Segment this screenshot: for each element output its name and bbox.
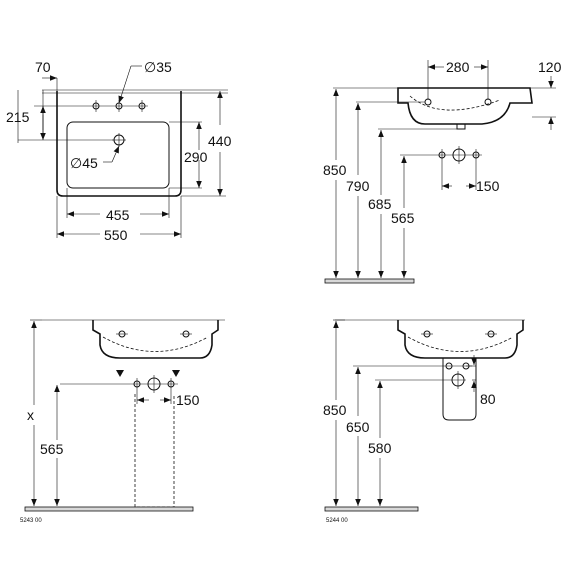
tap-holes	[90, 100, 148, 112]
basin-outline	[56, 91, 182, 197]
drain-outlet	[456, 123, 466, 130]
dim-120: 120	[538, 59, 562, 75]
floor-semi	[324, 506, 419, 512]
dim-280: 280	[446, 59, 470, 75]
dim-diameter-45: ∅45	[70, 155, 98, 171]
dim-685: 685	[368, 196, 392, 212]
front-view-semi-pedestal: 850 650 580 80 5244 00	[323, 319, 525, 524]
dim-290: 290	[184, 149, 208, 165]
basin-front-semi	[397, 320, 524, 359]
dim-790: 790	[346, 178, 370, 194]
dim-850-semi: 850	[323, 402, 347, 418]
basin-profile	[397, 87, 533, 125]
basin-front-inner-semi	[407, 336, 514, 352]
basin-bowl	[66, 121, 170, 189]
floor-side	[324, 278, 415, 284]
floor-front	[24, 506, 194, 512]
top-view: 70 ∅35 215 ∅45 290 440 455	[6, 59, 232, 243]
dim-550: 550	[104, 227, 128, 243]
dim-440: 440	[208, 133, 232, 149]
basin-inner-profile	[409, 95, 501, 111]
dim-diameter-35: ∅35	[144, 59, 172, 75]
dim-150-side: 150	[476, 178, 500, 194]
dim-80: 80	[480, 391, 496, 407]
arrow-down-left	[116, 370, 124, 377]
front-view-pedestal: x 565 150 5243 00	[20, 319, 225, 524]
arrow-down-right	[172, 370, 180, 377]
product-code-semi-pedestal: 5244 00	[326, 518, 348, 524]
dim-580: 580	[368, 440, 392, 456]
semi-pedestal-outline	[442, 358, 477, 421]
dim-455: 455	[106, 207, 130, 223]
basin-front	[92, 320, 219, 359]
dim-70: 70	[35, 59, 51, 75]
dim-150-front: 150	[176, 392, 200, 408]
dim-565-front: 565	[40, 441, 64, 457]
dim-850-side: 850	[323, 162, 347, 178]
pedestal-outline	[134, 394, 175, 508]
product-code-pedestal: 5243 00	[20, 518, 42, 524]
side-view: 280 120 850 790 685 565	[323, 59, 562, 284]
dim-x: x	[27, 407, 34, 423]
basin-front-inner	[102, 336, 209, 352]
dim-565-side: 565	[391, 210, 415, 226]
dim-650: 650	[346, 419, 370, 435]
